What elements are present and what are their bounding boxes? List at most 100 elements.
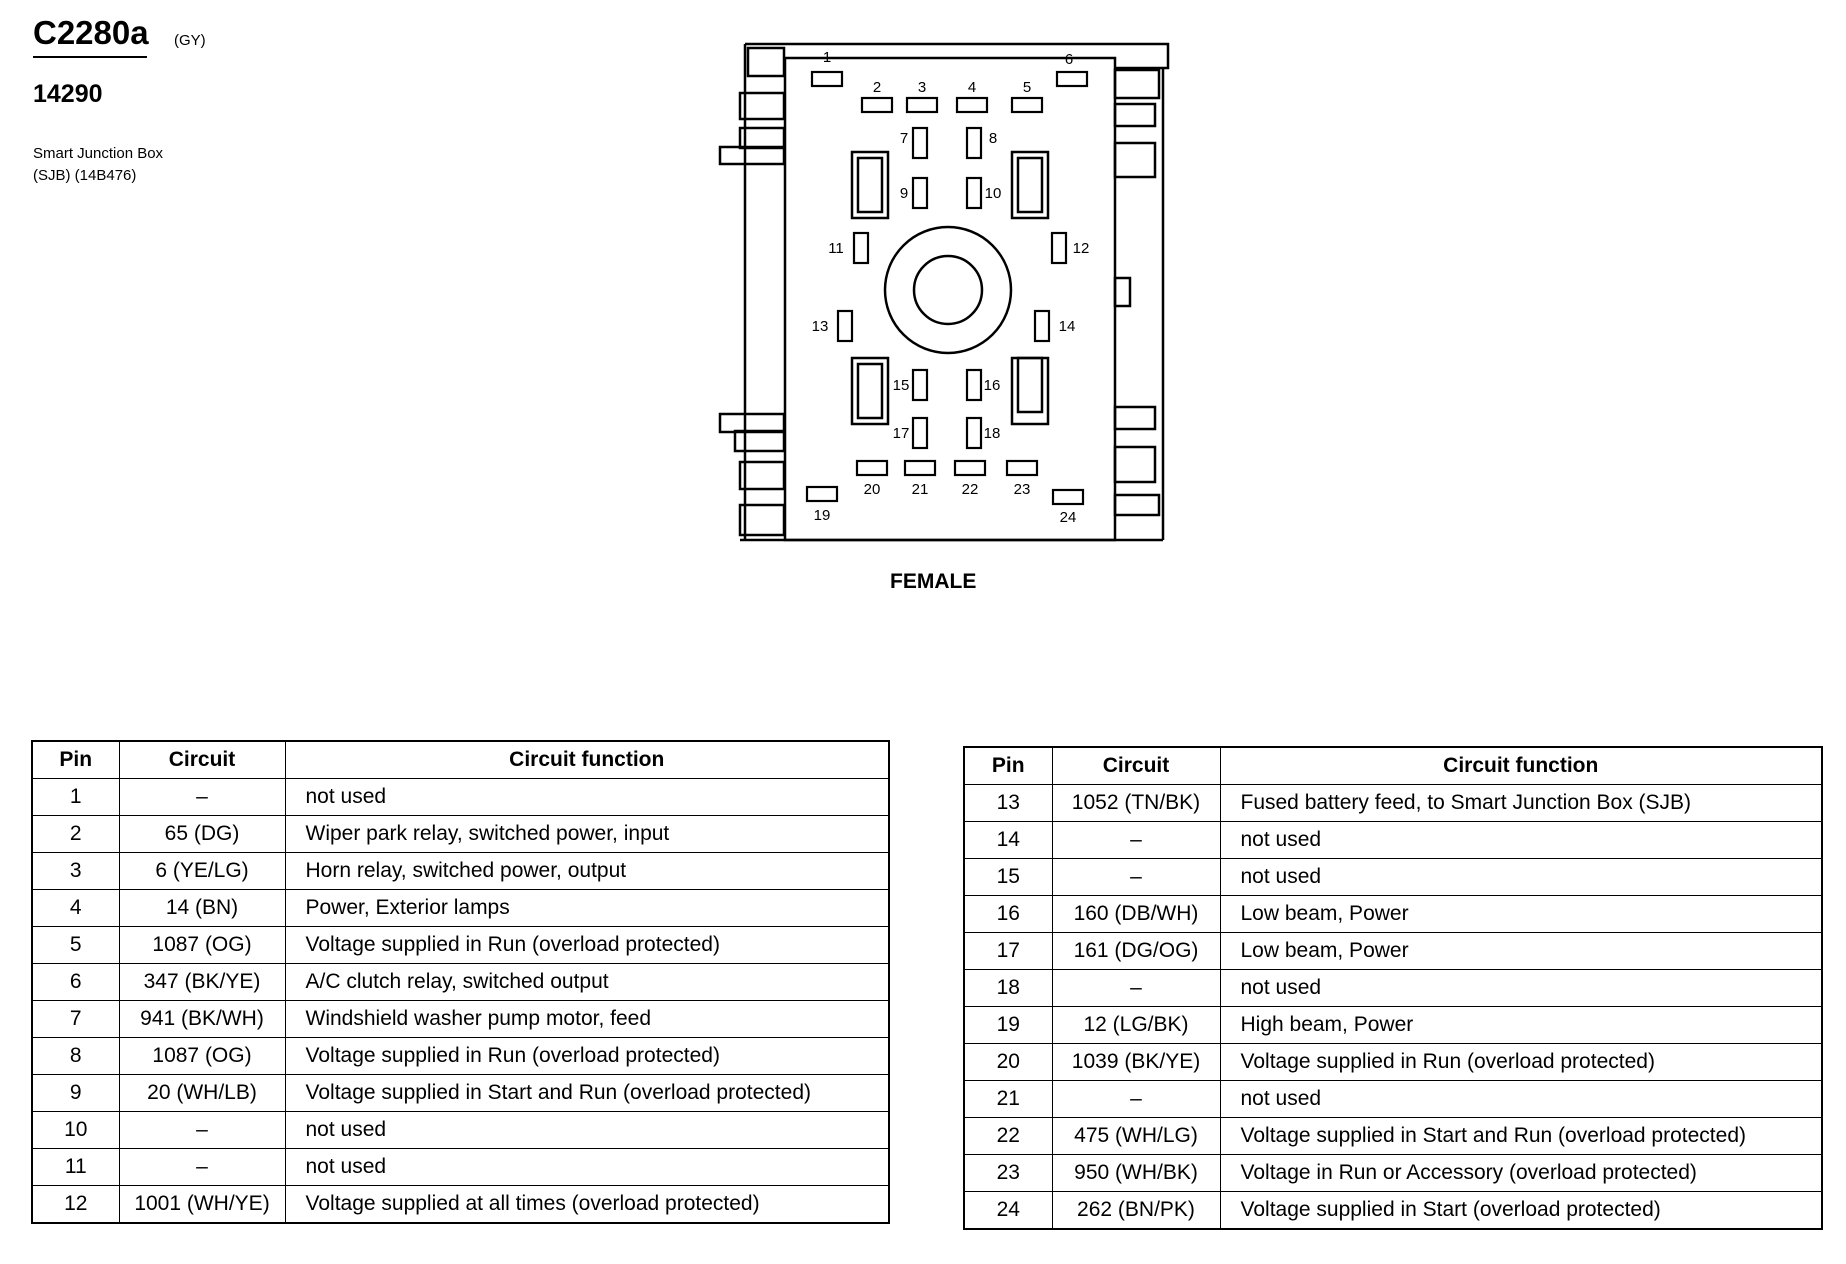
center-boss-inner bbox=[912, 254, 984, 326]
pin-label: 16 bbox=[984, 377, 1001, 394]
circuit-cell: 347 (BK/YE) bbox=[118, 963, 286, 1001]
pin-label: 22 bbox=[962, 481, 979, 498]
function-cell: Voltage supplied in Run (overload protec… bbox=[1219, 1043, 1823, 1081]
pin-number-labels: 1 2 3 4 5 6 7 8 9 10 11 12 13 14 15 16 1… bbox=[812, 49, 1090, 526]
table-row: 21–not used bbox=[963, 1080, 1823, 1118]
function-cell: Voltage in Run or Accessory (overload pr… bbox=[1219, 1154, 1823, 1192]
pin-label: 7 bbox=[900, 130, 908, 147]
right-latches bbox=[1113, 68, 1161, 517]
circuit-cell: – bbox=[118, 1111, 286, 1149]
circuit-cell: 1087 (OG) bbox=[118, 1037, 286, 1075]
pin-label: 11 bbox=[828, 240, 844, 257]
circuit-cell: 6 (YE/LG) bbox=[118, 852, 286, 890]
pin-label: 1 bbox=[823, 49, 831, 66]
pin-cell: 4 bbox=[31, 889, 120, 927]
pin-label: 12 bbox=[1073, 240, 1090, 257]
function-cell: Voltage supplied in Start and Run (overl… bbox=[1219, 1117, 1823, 1155]
center-boss-outer bbox=[883, 225, 1013, 355]
circuit-cell: 1087 (OG) bbox=[118, 926, 286, 964]
circuit-cell: 1052 (TN/BK) bbox=[1051, 784, 1221, 822]
pin-cell: 24 bbox=[963, 1191, 1053, 1230]
connector-color-code: (GY) bbox=[174, 32, 206, 49]
function-cell: not used bbox=[1219, 858, 1823, 896]
pin-label: 23 bbox=[1014, 481, 1031, 498]
circuit-cell: 262 (BN/PK) bbox=[1051, 1191, 1221, 1230]
connector-id-title: C2280a bbox=[33, 14, 149, 51]
component-description-line1: Smart Junction Box bbox=[33, 145, 164, 162]
connector-face-diagram: 1 2 3 4 5 6 7 8 9 10 11 12 13 14 15 16 1… bbox=[718, 42, 1170, 542]
function-cell: Voltage supplied at all times (overload … bbox=[284, 1185, 890, 1224]
function-cell: not used bbox=[284, 778, 890, 816]
circuit-cell: 20 (WH/LB) bbox=[118, 1074, 286, 1112]
pin-cell: 22 bbox=[963, 1117, 1053, 1155]
function-cell: not used bbox=[284, 1148, 890, 1186]
pin-label: 2 bbox=[873, 79, 881, 96]
pin-label: 3 bbox=[918, 79, 926, 96]
pin-label: 17 bbox=[893, 425, 910, 442]
pin-cell: 9 bbox=[31, 1074, 120, 1112]
pin-cell: 7 bbox=[31, 1000, 120, 1038]
function-cell: not used bbox=[1219, 969, 1823, 1007]
circuit-cell: 475 (WH/LG) bbox=[1051, 1117, 1221, 1155]
circuit-cell: 1001 (WH/YE) bbox=[118, 1185, 286, 1224]
function-cell: Horn relay, switched power, output bbox=[284, 852, 890, 890]
circuit-cell: 65 (DG) bbox=[118, 815, 286, 853]
pin-label: 13 bbox=[812, 318, 829, 335]
housing-top-rim bbox=[745, 42, 1170, 70]
function-cell: Low beam, Power bbox=[1219, 895, 1823, 933]
pin-label: 20 bbox=[864, 481, 881, 498]
column-header-circuit: Circuit bbox=[118, 740, 286, 779]
function-cell: Power, Exterior lamps bbox=[284, 889, 890, 927]
circuit-cell: 161 (DG/OG) bbox=[1051, 932, 1221, 970]
pin-cell: 13 bbox=[963, 784, 1053, 822]
pin-label: 10 bbox=[985, 185, 1002, 202]
circuit-cell: 950 (WH/BK) bbox=[1051, 1154, 1221, 1192]
function-cell: not used bbox=[1219, 1080, 1823, 1118]
column-header-function: Circuit function bbox=[284, 740, 890, 779]
pin-label: 6 bbox=[1065, 51, 1073, 68]
pin-label: 5 bbox=[1023, 79, 1031, 96]
left-latches bbox=[718, 46, 786, 537]
pin-cell: 14 bbox=[963, 821, 1053, 859]
function-cell: Fused battery feed, to Smart Junction Bo… bbox=[1219, 784, 1823, 822]
table-header-row: Pin Circuit Circuit function bbox=[31, 740, 890, 779]
pin-cell: 3 bbox=[31, 852, 120, 890]
circuit-cell: – bbox=[118, 778, 286, 816]
table-row: 15–not used bbox=[963, 858, 1823, 896]
pin-label: 19 bbox=[814, 507, 831, 524]
pin-cell: 10 bbox=[31, 1111, 120, 1149]
pin-label: 8 bbox=[989, 130, 997, 147]
pin-cell: 17 bbox=[963, 932, 1053, 970]
pin-cell: 6 bbox=[31, 963, 120, 1001]
column-header-pin: Pin bbox=[963, 746, 1053, 785]
pin-label: 14 bbox=[1059, 318, 1076, 335]
pin-cell: 1 bbox=[31, 778, 120, 816]
function-cell: Windshield washer pump motor, feed bbox=[284, 1000, 890, 1038]
pin-cell: 23 bbox=[963, 1154, 1053, 1192]
function-cell: Voltage supplied in Start and Run (overl… bbox=[284, 1074, 890, 1112]
pin-label: 21 bbox=[912, 481, 929, 498]
table-row: 10–not used bbox=[31, 1111, 890, 1149]
function-cell: Voltage supplied in Start (overload prot… bbox=[1219, 1191, 1823, 1230]
circuit-cell: – bbox=[1051, 858, 1221, 896]
circuit-cell: 14 (BN) bbox=[118, 889, 286, 927]
pin-cell: 8 bbox=[31, 1037, 120, 1075]
pin-label: 4 bbox=[968, 79, 976, 96]
function-cell: Voltage supplied in Run (overload protec… bbox=[284, 1037, 890, 1075]
function-cell: Voltage supplied in Run (overload protec… bbox=[284, 926, 890, 964]
function-cell: not used bbox=[1219, 821, 1823, 859]
circuit-cell: – bbox=[1051, 1080, 1221, 1118]
